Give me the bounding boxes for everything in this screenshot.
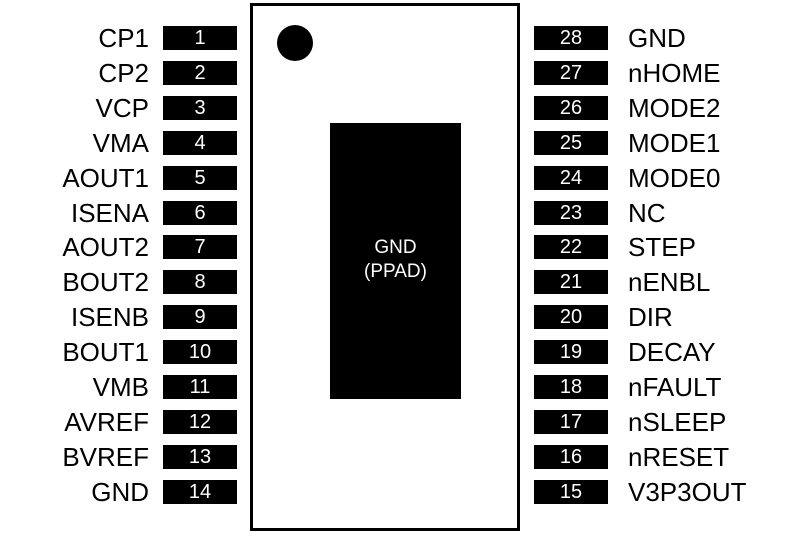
pin-signal-label: ISENB xyxy=(70,302,149,332)
pin-signal-label: MODE1 xyxy=(628,128,721,158)
pin-number-1: 1 xyxy=(163,26,237,50)
pin-number-17: 17 xyxy=(534,410,608,434)
pin-signal-label: nENBL xyxy=(628,267,711,297)
pin-number-5: 5 xyxy=(163,166,237,190)
pin-number-28: 28 xyxy=(534,26,608,50)
pin-signal-label: MODE0 xyxy=(628,163,721,193)
pin-number-11: 11 xyxy=(163,375,237,399)
pin-signal-label: GND xyxy=(628,23,686,53)
pin-number-19: 19 xyxy=(534,340,608,364)
pin-number-25: 25 xyxy=(534,131,608,155)
pin-number-10: 10 xyxy=(163,340,237,364)
pin-number-13: 13 xyxy=(163,445,237,469)
pin-signal-label: VMB xyxy=(92,372,149,402)
pin-number-9: 9 xyxy=(163,305,237,329)
pin-signal-label: BVREF xyxy=(62,442,149,472)
pin-number-16: 16 xyxy=(534,445,608,469)
pin-signal-label: ISENA xyxy=(70,198,149,228)
pin-number-18: 18 xyxy=(534,375,608,399)
pin-signal-label: AOUT2 xyxy=(62,232,149,262)
pin-signal-label: VCP xyxy=(95,93,149,123)
pin-number-12: 12 xyxy=(163,410,237,434)
pin-number-8: 8 xyxy=(163,270,237,294)
pin-number-24: 24 xyxy=(534,166,608,190)
pin-number-21: 21 xyxy=(534,270,608,294)
pin-signal-label: CP2 xyxy=(98,58,149,88)
pin-signal-label: CP1 xyxy=(98,23,149,53)
pin-signal-label: BOUT2 xyxy=(62,267,149,297)
pin-signal-label: VMA xyxy=(92,128,149,158)
pin-signal-label: MODE2 xyxy=(628,93,721,123)
pin-number-26: 26 xyxy=(534,96,608,120)
pin-number-23: 23 xyxy=(534,201,608,225)
pin-signal-label: DIR xyxy=(628,302,673,332)
pin-number-14: 14 xyxy=(163,480,237,504)
pin-signal-label: nRESET xyxy=(628,442,730,472)
pin-number-6: 6 xyxy=(163,201,237,225)
pin-signal-label: nFAULT xyxy=(628,372,722,402)
pin-number-15: 15 xyxy=(534,480,608,504)
pin-number-3: 3 xyxy=(163,96,237,120)
pin-signal-label: GND xyxy=(91,477,149,507)
pin-signal-label: NC xyxy=(628,198,666,228)
thermal-pad: GND (PPAD) xyxy=(330,123,461,399)
pin-signal-label: AVREF xyxy=(64,407,149,437)
pin-signal-label: BOUT1 xyxy=(62,337,149,367)
pin-number-27: 27 xyxy=(534,61,608,85)
pin-signal-label: V3P3OUT xyxy=(628,477,747,507)
pin-signal-label: nHOME xyxy=(628,58,721,88)
thermal-pad-label: GND xyxy=(374,237,417,258)
pin-signal-label: AOUT1 xyxy=(62,163,149,193)
pin-number-20: 20 xyxy=(534,305,608,329)
pin1-indicator-dot xyxy=(277,25,313,61)
pin-signal-label: STEP xyxy=(628,232,696,262)
pin-signal-label: nSLEEP xyxy=(628,407,727,437)
pin-number-2: 2 xyxy=(163,61,237,85)
pin-signal-label: DECAY xyxy=(628,337,716,367)
pin-number-4: 4 xyxy=(163,131,237,155)
pin-number-22: 22 xyxy=(534,235,608,259)
thermal-pad-sublabel: (PPAD) xyxy=(364,261,427,282)
pin-number-7: 7 xyxy=(163,235,237,259)
